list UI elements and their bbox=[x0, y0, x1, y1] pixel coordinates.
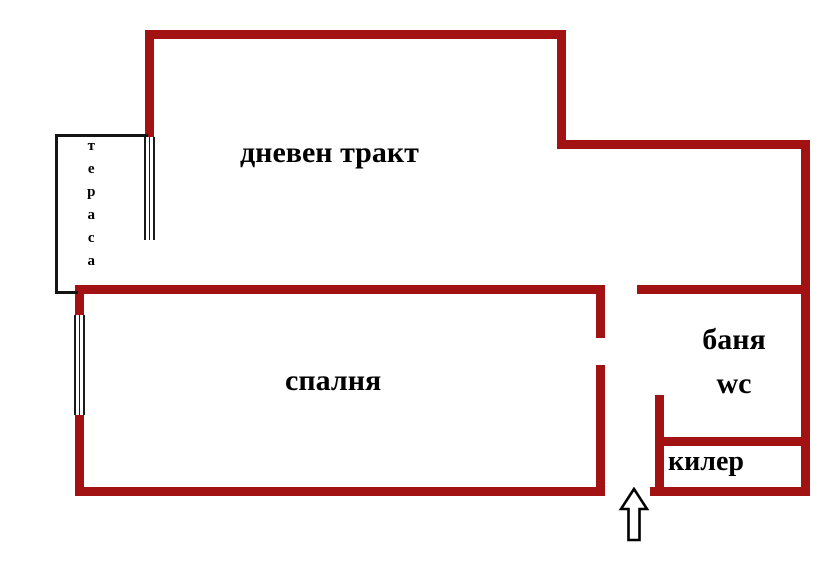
room-label-bathroom-line2: wc bbox=[716, 366, 752, 400]
room-label-terrace: тераса bbox=[83, 138, 100, 276]
wall-living-top bbox=[145, 30, 566, 39]
wall-living-left-upper bbox=[145, 30, 154, 137]
wall-bedroom-left-lower bbox=[75, 415, 84, 496]
window-glass-line bbox=[79, 315, 80, 415]
wall-bath-west-lower bbox=[596, 365, 605, 496]
window-living-terrace bbox=[144, 137, 155, 240]
terrace-outline-left bbox=[55, 134, 58, 294]
window-bedroom bbox=[74, 315, 85, 415]
wall-bedroom-left-upper bbox=[75, 285, 84, 315]
room-label-closet: килер bbox=[668, 446, 744, 477]
wall-middle-bedroom-top bbox=[75, 285, 605, 294]
terrace-outline-bottom bbox=[55, 291, 78, 294]
wall-hall-top bbox=[557, 140, 810, 149]
entrance-arrow-icon bbox=[618, 487, 650, 542]
terrace-outline-top bbox=[55, 134, 148, 137]
wall-outer-right bbox=[801, 140, 810, 496]
wall-closet-top bbox=[655, 437, 810, 446]
room-label-bathroom-line1: баня bbox=[702, 323, 766, 356]
room-label-bedroom: спалня bbox=[285, 364, 382, 397]
room-label-living: дневен тракт bbox=[240, 136, 419, 169]
wall-bottom-bedroom bbox=[75, 487, 605, 496]
wall-bath-west-upper bbox=[596, 285, 605, 338]
wall-living-right bbox=[557, 30, 566, 149]
wall-bottom-closet bbox=[650, 487, 810, 496]
wall-middle-bath-top bbox=[637, 285, 810, 294]
window-glass-line bbox=[149, 137, 150, 240]
room-label-bathroom: баня wc bbox=[688, 318, 780, 405]
